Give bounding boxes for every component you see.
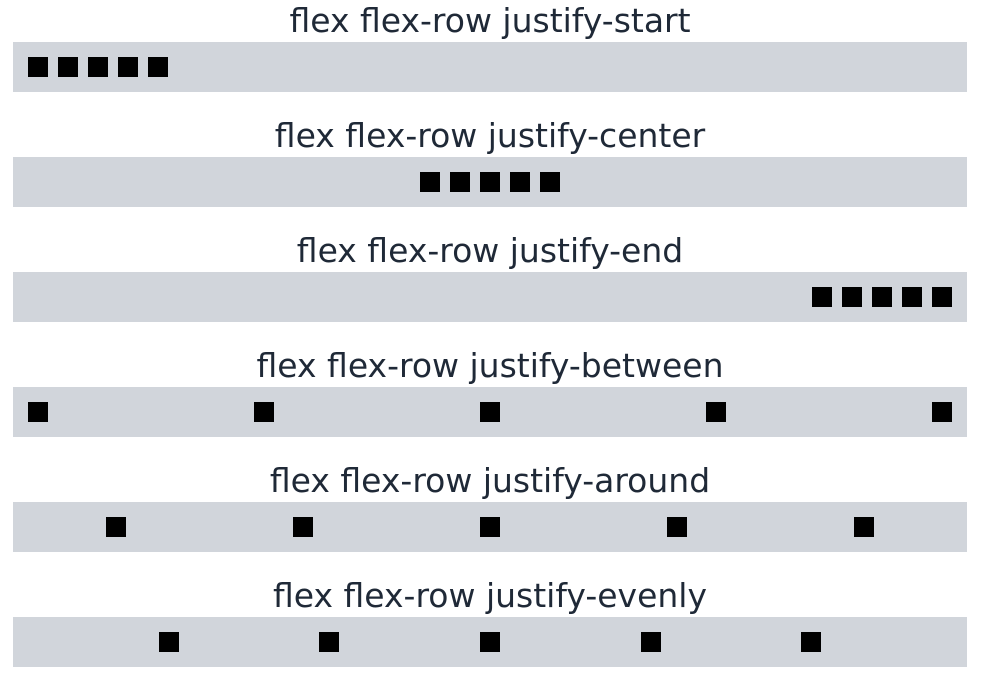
flex-item-square (667, 517, 687, 537)
flex-item-square (88, 57, 108, 77)
flex-item-square (118, 57, 138, 77)
flex-container-bar (13, 42, 967, 92)
flex-container-bar (13, 617, 967, 667)
flex-item-square (420, 172, 440, 192)
flex-item-square (293, 517, 313, 537)
flex-item-square (706, 402, 726, 422)
row-justify-start: flex flex-row justify-start (13, 0, 967, 92)
row-title: flex flex-row justify-start (289, 1, 691, 40)
flex-container-bar (13, 387, 967, 437)
flex-container-bar (13, 502, 967, 552)
flex-item-square (902, 287, 922, 307)
flex-item-square (159, 632, 179, 652)
flex-item-square (872, 287, 892, 307)
flex-item-square (932, 402, 952, 422)
flex-item-square (641, 632, 661, 652)
flex-item-square (540, 172, 560, 192)
row-title: flex flex-row justify-end (296, 231, 684, 270)
flex-item-square (842, 287, 862, 307)
flex-item-square (319, 632, 339, 652)
flex-item-square (480, 402, 500, 422)
flex-item-square (58, 57, 78, 77)
row-justify-around: flex flex-row justify-around (13, 460, 967, 552)
row-justify-evenly: flex flex-row justify-evenly (13, 575, 967, 667)
row-justify-end: flex flex-row justify-end (13, 230, 967, 322)
flex-item-square (450, 172, 470, 192)
flex-item-square (106, 517, 126, 537)
row-title: flex flex-row justify-evenly (272, 576, 707, 615)
row-justify-center: flex flex-row justify-center (13, 115, 967, 207)
flex-item-square (801, 632, 821, 652)
flex-item-square (480, 632, 500, 652)
flex-item-square (854, 517, 874, 537)
flex-item-square (510, 172, 530, 192)
row-title: flex flex-row justify-center (274, 116, 706, 155)
flex-item-square (254, 402, 274, 422)
flex-item-square (28, 57, 48, 77)
flex-item-square (148, 57, 168, 77)
row-justify-between: flex flex-row justify-between (13, 345, 967, 437)
flex-container-bar (13, 272, 967, 322)
flex-item-square (932, 287, 952, 307)
row-title: flex flex-row justify-between (256, 346, 724, 385)
flex-container-bar (13, 157, 967, 207)
flex-item-square (480, 517, 500, 537)
row-title: flex flex-row justify-around (269, 461, 711, 500)
flex-item-square (28, 402, 48, 422)
flex-item-square (812, 287, 832, 307)
flex-item-square (480, 172, 500, 192)
